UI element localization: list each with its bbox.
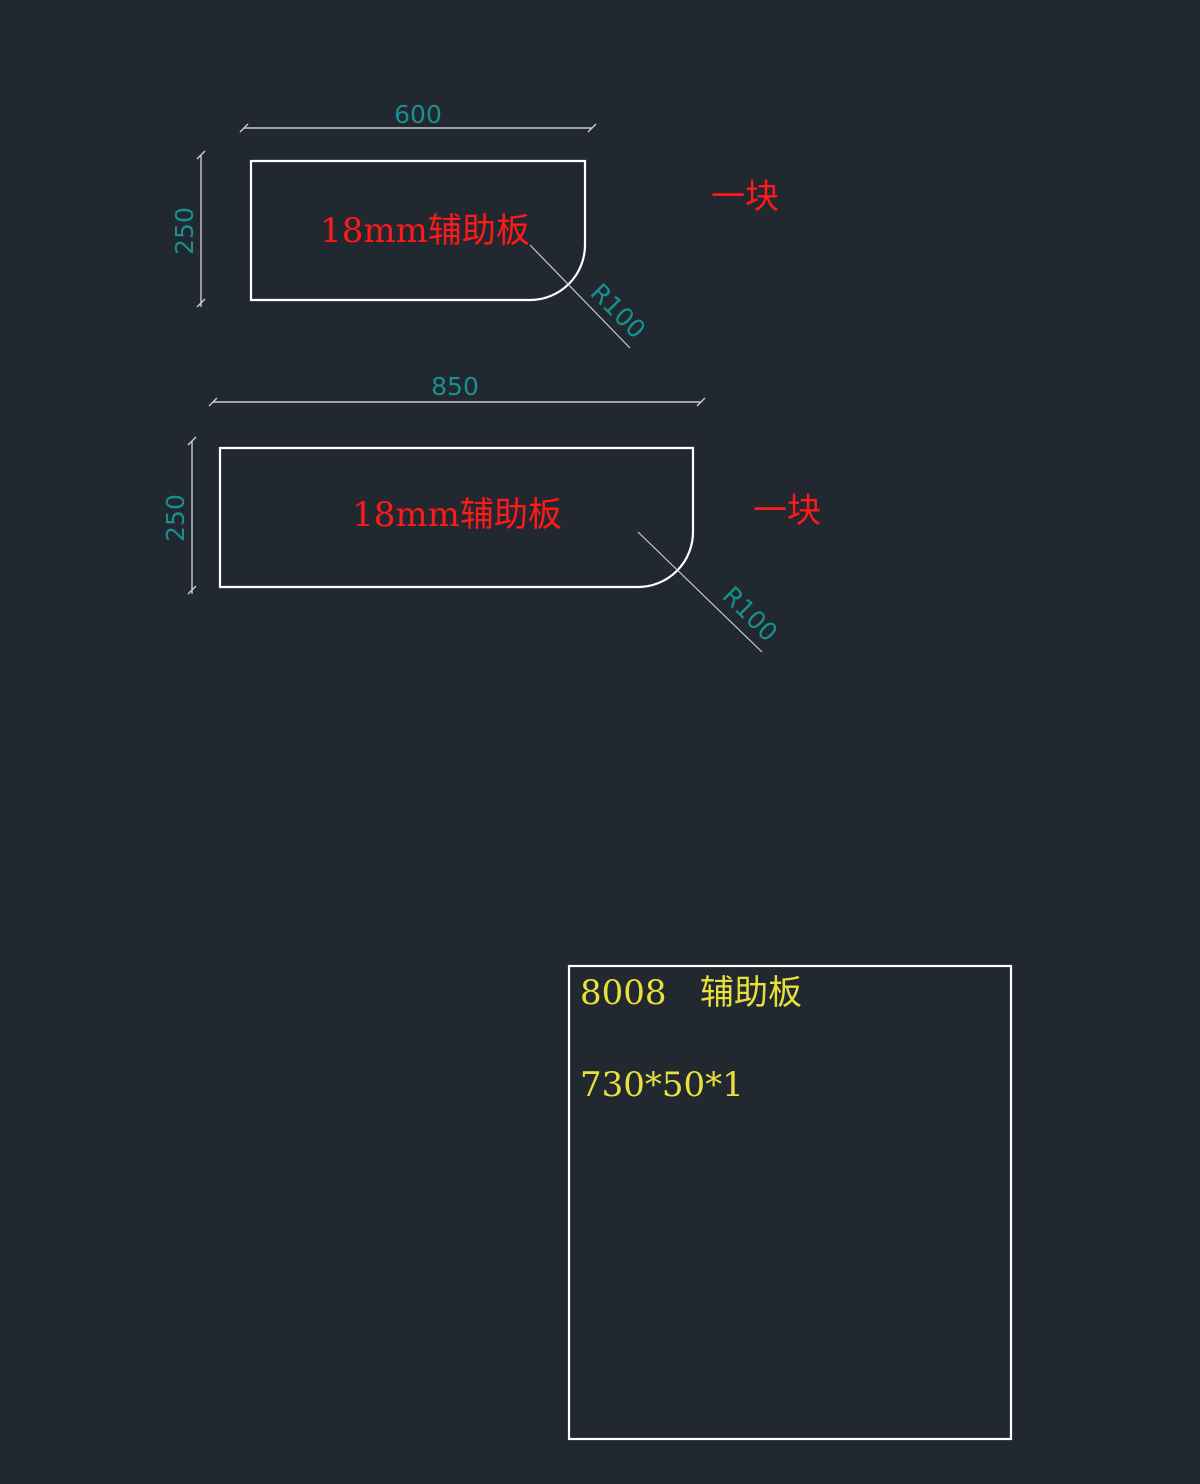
part-1-height-dimension: 250 [170,150,206,308]
part-2-quantity-label: 一块 [753,491,821,531]
part-1-radius-leader [529,244,631,349]
part-2: 850 250 R100 18mm辅助板 一块 [161,372,821,653]
part-1-height-dim-text: 250 [170,207,199,255]
part-2-width-dim-text: 850 [431,372,479,401]
info-box-frame [567,964,1013,1441]
part-1-material-label: 18mm辅助板 [320,211,530,251]
part-2-radius-leader [637,531,763,653]
part-2-material-label: 18mm辅助板 [352,495,562,535]
part-2-radius-text: R100 [717,581,784,648]
info-box-name: 辅助板 [700,973,802,1013]
part-1-width-dimension: 600 [239,100,597,133]
part-2-height-tick-top [187,436,197,446]
part-2-outline [218,446,695,589]
part-1-width-tick-left [239,123,249,133]
part-2-height-dimension: 250 [161,436,197,595]
part-1-outline [249,159,587,302]
part-1-height-tick-top [196,150,206,160]
part-1: 600 250 R100 18mm辅助板 一块 [170,100,779,349]
part-1-height-tick-bottom [196,298,206,308]
part-1-width-dim-text: 600 [394,100,442,129]
info-box: 8008 辅助板 730*50*1 [567,964,1013,1441]
part-2-width-tick-right [696,397,706,407]
part-1-quantity-label: 一块 [711,177,779,217]
info-box-code: 8008 [580,973,667,1013]
info-box-size: 730*50*1 [580,1065,744,1105]
part-2-width-tick-left [208,397,218,407]
part-1-width-tick-right [587,123,597,133]
part-2-height-dim-text: 250 [161,494,190,542]
part-2-width-dimension: 850 [208,372,706,407]
part-2-height-tick-bottom [187,585,197,595]
